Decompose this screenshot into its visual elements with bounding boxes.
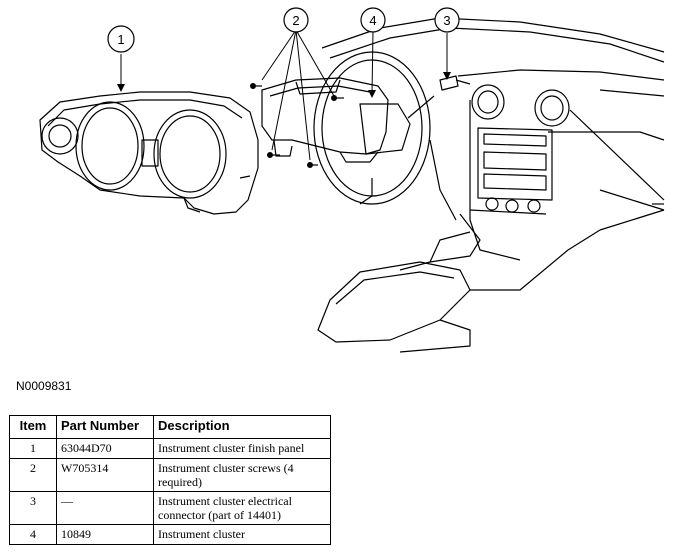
description-cell: Instrument cluster electrical connector … [153,491,331,525]
screw-icon [307,162,318,169]
callout-1: 1 [107,25,135,53]
callout-2: 2 [283,7,309,33]
finish-panel-drawing [39,91,259,215]
part-number-cell: W705314 [56,458,154,492]
table-row: 4 10849 Instrument cluster [9,524,331,545]
item-cell: 1 [9,438,57,459]
connector-drawing [439,75,471,91]
column-header-description: Description [153,415,331,439]
air-vents-drawing [471,84,570,127]
screw-icon [267,152,280,159]
svg-text:2: 2 [292,13,299,28]
svg-text:3: 3 [443,13,450,28]
callout-4: 4 [360,7,386,33]
column-header-item: Item [9,415,57,439]
leader-lines [120,29,448,161]
radio-center-stack-drawing [469,127,553,215]
column-header-part-number: Part Number [56,415,154,439]
svg-text:1: 1 [117,32,124,47]
part-number-cell: 10849 [56,524,154,545]
table-row: 2 W705314 Instrument cluster screws (4 r… [9,458,331,492]
screw-icon [250,82,262,89]
exploded-view-illustration: 1 2 4 3 [39,7,665,353]
description-cell: Instrument cluster [153,524,331,545]
dashboard-drawing [321,17,665,261]
table-header-row: Item Part Number Description [9,415,331,439]
part-number-cell: — [56,491,154,525]
screw-icon [331,94,344,101]
svg-text:4: 4 [369,13,376,28]
item-cell: 4 [9,524,57,545]
leader-arrowheads [117,72,451,98]
table-row: 3 — Instrument cluster electrical connec… [9,491,331,525]
callout-3: 3 [434,7,460,33]
console-armrest-drawing [317,209,665,353]
description-cell: Instrument cluster finish panel [153,438,331,459]
steering-wheel-drawing [313,51,435,205]
parts-table: Item Part Number Description 1 63044D70 … [9,415,331,545]
item-cell: 3 [9,491,57,525]
item-cell: 2 [9,458,57,492]
description-cell: Instrument cluster screws (4 required) [153,458,331,492]
part-number-cell: 63044D70 [56,438,154,459]
screws-drawing [250,82,344,169]
figure-id: N0009831 [16,379,72,393]
table-row: 1 63044D70 Instrument cluster finish pan… [9,438,331,459]
